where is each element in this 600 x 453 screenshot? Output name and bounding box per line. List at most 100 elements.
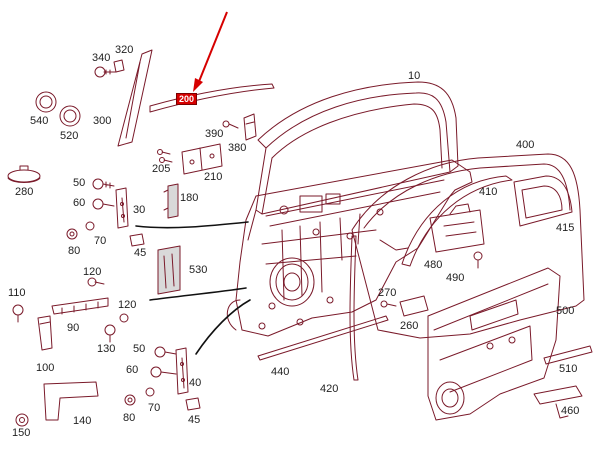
label-part-10: 10 — [408, 70, 421, 82]
label-part-420: 420 — [320, 383, 339, 395]
bolt-part-50-upper — [92, 178, 115, 190]
label-part-440: 440 — [271, 366, 290, 378]
clip-part-320 — [113, 59, 125, 73]
door-inner-panel — [226, 159, 473, 337]
label-part-120-side: 120 — [118, 299, 137, 311]
label-part-520: 520 — [60, 130, 79, 142]
seal-part-440 — [257, 315, 389, 361]
label-part-390: 390 — [205, 128, 224, 140]
bolt-part-60-upper — [92, 198, 115, 210]
label-part-540: 540 — [30, 115, 49, 127]
label-part-210: 210 — [204, 171, 223, 183]
bolt-part-60-lower — [150, 366, 177, 378]
label-part-50-lower: 50 — [133, 343, 146, 355]
label-part-205: 205 — [152, 163, 171, 175]
module-part-480 — [429, 203, 485, 253]
seal-block-part-530 — [157, 245, 181, 295]
label-part-530: 530 — [189, 264, 208, 276]
label-part-50-upper: 50 — [73, 177, 86, 189]
cap-part-45-upper — [129, 233, 145, 247]
label-part-60-upper: 60 — [73, 197, 86, 209]
cable-lower — [195, 299, 251, 355]
door-check-part-90 — [51, 297, 109, 315]
label-part-380: 380 — [228, 142, 247, 154]
label-part-90: 90 — [67, 322, 80, 334]
handle-part-260 — [399, 295, 429, 317]
screw-part-270 — [380, 300, 397, 308]
label-part-45-lower: 45 — [188, 414, 201, 426]
highlight-arrow — [193, 11, 228, 92]
window-strip-part-200 — [149, 83, 275, 113]
bolt-part-50-lower — [154, 346, 177, 358]
cable-group — [135, 221, 251, 355]
cap-part-520 — [59, 105, 81, 127]
label-part-460: 460 — [561, 405, 580, 417]
speaker-opening — [269, 257, 315, 307]
screw-part-70-lower — [145, 387, 155, 397]
label-part-80-upper: 80 — [68, 245, 81, 257]
label-part-130: 130 — [97, 343, 116, 355]
label-part-415: 415 — [556, 222, 575, 234]
label-part-70-lower: 70 — [148, 402, 161, 414]
label-part-480: 480 — [424, 259, 443, 271]
label-part-320: 320 — [115, 44, 134, 56]
label-part-30: 30 — [133, 204, 146, 216]
label-part-410: 410 — [479, 186, 498, 198]
cable-middle — [149, 287, 247, 301]
nut-part-80-upper — [66, 228, 78, 240]
cable-upper — [135, 221, 249, 229]
screw-part-390 — [222, 120, 239, 129]
label-part-100: 100 — [36, 362, 55, 374]
trim-panel-part-500 — [427, 267, 561, 421]
label-part-180: 180 — [180, 192, 199, 204]
label-part-260: 260 — [400, 320, 419, 332]
clip-part-280 — [7, 165, 41, 183]
pillar-trim-part-300 — [117, 49, 153, 147]
label-part-490: 490 — [446, 272, 465, 284]
screw-part-340 — [94, 66, 117, 78]
bolt-part-130 — [104, 324, 116, 343]
label-part-40: 40 — [189, 377, 202, 389]
bracket-part-100 — [37, 315, 53, 351]
label-part-140: 140 — [73, 415, 92, 427]
hinge-part-40 — [175, 347, 189, 395]
label-part-60-lower: 60 — [126, 364, 139, 376]
label-part-150: 150 — [12, 427, 31, 439]
rear-door-part-400 — [351, 153, 585, 339]
label-part-200-highlighted: 200 — [176, 93, 198, 105]
bracket-part-140 — [43, 381, 99, 421]
label-part-80-lower: 80 — [123, 412, 136, 424]
door-frame-part-10 — [247, 81, 459, 241]
label-part-500: 500 — [556, 305, 575, 317]
grommet-part-540 — [35, 91, 57, 113]
seal-part-420 — [349, 235, 359, 381]
screw-part-120-side — [119, 313, 129, 323]
strip-part-510 — [543, 345, 593, 365]
clip-part-110 — [12, 304, 24, 323]
label-part-340: 340 — [92, 52, 111, 64]
label-part-120-top: 120 — [83, 266, 102, 278]
screw-part-490 — [473, 251, 483, 269]
label-part-300: 300 — [93, 115, 112, 127]
nut-part-80-lower — [124, 394, 136, 406]
cap-part-45-lower — [185, 397, 201, 411]
window-trim-part-410 — [401, 175, 513, 267]
clip-part-150 — [15, 413, 29, 427]
quarter-trim-part-415 — [513, 175, 573, 227]
bracket-part-380 — [243, 113, 257, 141]
hinge-plate-part-210 — [181, 143, 223, 175]
label-part-270: 270 — [378, 287, 397, 299]
trim-part-460 — [533, 385, 583, 419]
screw-part-120-top — [87, 277, 105, 287]
seal-part-180 — [163, 183, 179, 219]
screw-part-205 — [157, 149, 173, 163]
screw-part-70-upper — [85, 221, 95, 231]
label-part-110: 110 — [8, 287, 26, 299]
label-part-280: 280 — [15, 186, 34, 198]
label-part-510: 510 — [559, 363, 578, 375]
hinge-part-30 — [115, 187, 129, 229]
label-part-400: 400 — [516, 139, 535, 151]
label-part-45-upper: 45 — [134, 247, 147, 259]
